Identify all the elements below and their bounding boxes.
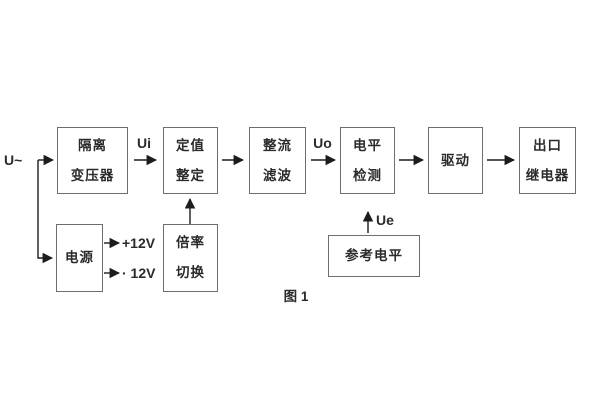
box-value-setting: 定值 整定 <box>163 127 218 194</box>
label-supply-negative: · 12V <box>122 265 156 281</box>
box-power-supply: 电源 <box>56 224 103 292</box>
box-label-line: 参考电平 <box>345 248 403 263</box>
box-label-line: 滤波 <box>263 167 292 183</box>
label-ue-signal: Ue <box>376 212 394 228</box>
box-label-line: 检测 <box>353 167 382 183</box>
box-label-line: 整流 <box>263 137 292 153</box>
box-reference-level: 参考电平 <box>328 235 420 277</box>
box-label-line: 倍率 <box>176 235 205 250</box>
label-uo-signal: Uo <box>313 135 332 151</box>
wire-input-to-power <box>37 160 54 264</box>
label-input-signal: U~ <box>4 152 23 168</box>
box-drive: 驱动 <box>428 127 483 194</box>
box-label-line: 定值 <box>176 137 205 153</box>
box-label-line: 电平 <box>353 137 382 153</box>
box-label-line: 隔离 <box>78 137 107 153</box>
box-level-detection: 电平 检测 <box>340 127 395 194</box>
box-label-line: 继电器 <box>525 167 570 183</box>
box-label-line: 切换 <box>176 265 205 280</box>
box-label-line: 电源 <box>65 250 94 265</box>
box-isolation-transformer: 隔离 变压器 <box>57 127 128 194</box>
box-label-line: 出口 <box>533 137 562 153</box>
label-supply-positive: +12V <box>122 235 156 251</box>
box-rectifier-filter: 整流 滤波 <box>249 127 306 194</box>
label-ui-signal: Ui <box>137 135 151 151</box>
box-label-line: 变压器 <box>70 167 115 183</box>
box-label-line: 整定 <box>176 167 205 183</box>
box-label-line: 驱动 <box>441 152 470 168</box>
box-output-relay: 出口 继电器 <box>519 127 576 194</box>
box-ratio-switch: 倍率 切换 <box>163 224 218 292</box>
figure-caption: 图 1 <box>283 289 309 304</box>
